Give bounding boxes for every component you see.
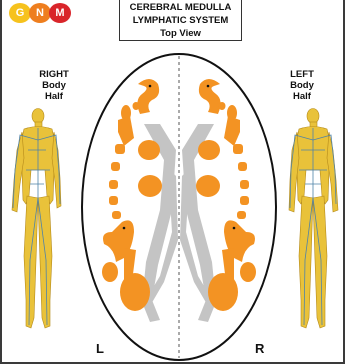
lower-right-node-dot bbox=[233, 227, 236, 230]
lower-left-node-dot bbox=[123, 227, 126, 230]
top-left-node-dot bbox=[149, 85, 152, 88]
top-right-node-dot bbox=[207, 85, 210, 88]
left-marker: L bbox=[96, 341, 104, 356]
right-marker: R bbox=[255, 341, 264, 356]
